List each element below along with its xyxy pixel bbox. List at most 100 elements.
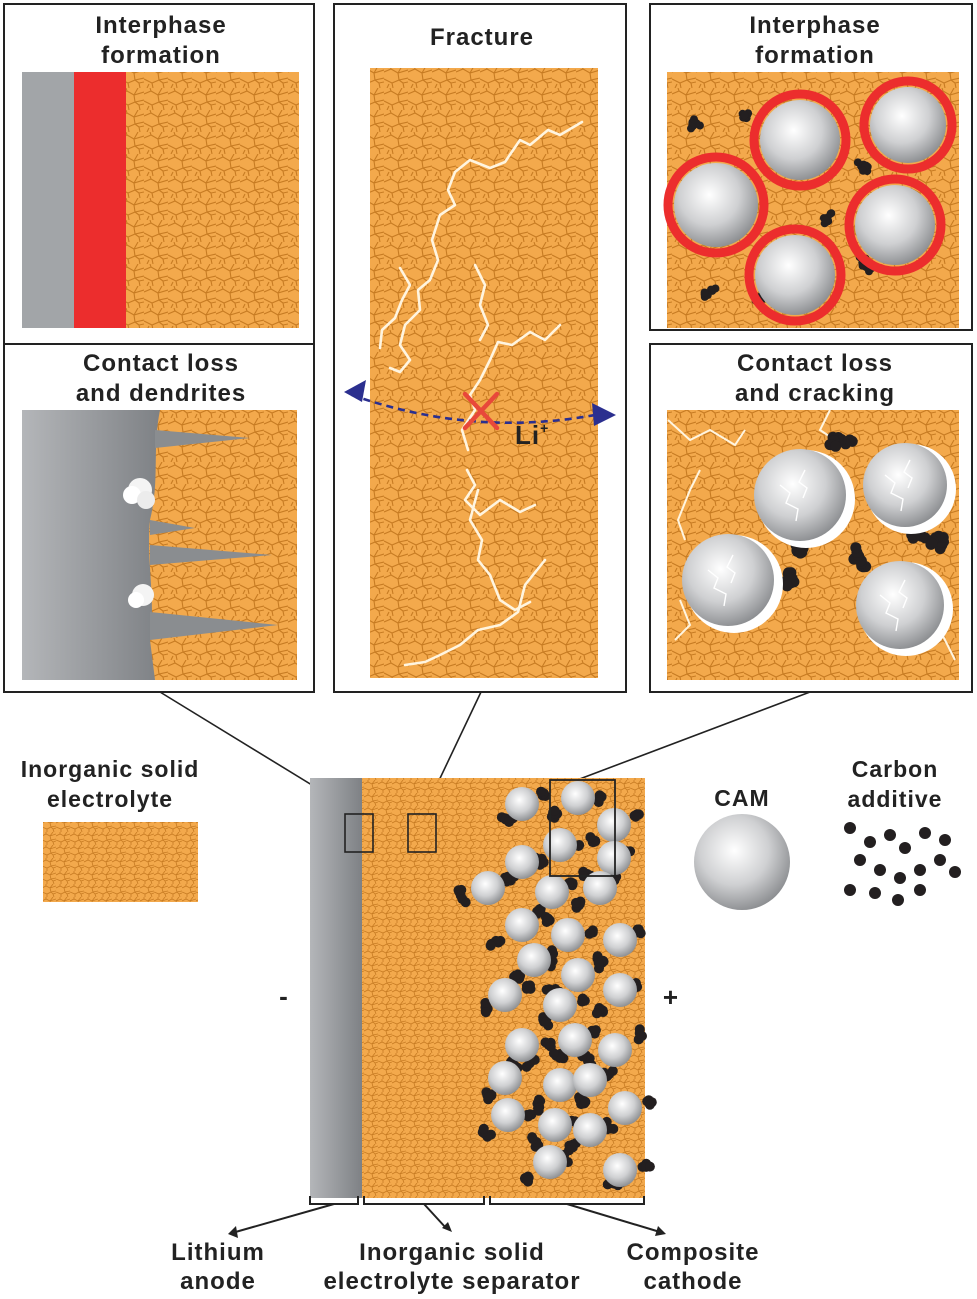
cam-particle: [573, 1063, 607, 1097]
carbon-particle: [591, 1008, 602, 1019]
cracks: [378, 120, 584, 667]
panel-title-line1: Interphase: [95, 12, 226, 39]
cell-cam-particles: [471, 781, 642, 1187]
carbon-particle: [483, 1092, 494, 1102]
cam-particle: [608, 1091, 642, 1125]
cam-particle: [603, 923, 637, 957]
legend-carbon-line1: Carbon: [852, 756, 939, 782]
cam-particle: [597, 841, 631, 875]
carbon-particle: [543, 913, 554, 924]
carbon-particle: [926, 537, 938, 549]
panel-cathode-interphase: Interphase formation: [649, 3, 973, 331]
carbon-dot: [894, 872, 906, 884]
carbon-particle: [585, 832, 596, 843]
plus-sign: +: [663, 982, 679, 1012]
lithium-anode-layer: [310, 778, 362, 1198]
legend-carbon-swatch: [844, 822, 961, 906]
carbon-particle: [456, 884, 467, 895]
interphase-ring: [744, 224, 846, 326]
carbon-particle: [850, 542, 862, 554]
carbon-particle: [571, 897, 581, 908]
carbon-particle: [480, 1007, 491, 1018]
label-cathode-line2: cathode: [643, 1268, 742, 1295]
panel-cathode-contact-loss: Contact loss and cracking: [649, 343, 973, 693]
carbon-particle: [589, 1026, 600, 1037]
li-ion-path: [351, 393, 611, 424]
carbon-dot: [919, 827, 931, 839]
cam-particle: [754, 449, 846, 541]
carbon-particle: [580, 1096, 591, 1107]
carbon-particle: [527, 1132, 538, 1143]
label-lithium-line2: anode: [180, 1268, 256, 1295]
panel-title-line1: Contact loss: [737, 350, 893, 377]
carbon-particle: [859, 166, 868, 175]
particle-crack: [879, 579, 908, 632]
cam-particle: [538, 1108, 572, 1142]
cam-particle: [488, 978, 522, 1012]
legend-electrolyte-line2: electrolyte: [47, 786, 173, 812]
legend: Inorganic solid electrolyte CAM Carbon a…: [21, 756, 961, 910]
arrow-right-head: [592, 403, 616, 426]
carbon-particle: [781, 580, 793, 592]
carbon-particle: [540, 1017, 551, 1028]
cam-particle: [870, 87, 946, 163]
cam-particle: [505, 845, 539, 879]
cam-particle: [561, 958, 595, 992]
interphase-ring: [663, 152, 769, 258]
panel-title-line1: Interphase: [749, 12, 880, 39]
cam-particle: [491, 1098, 525, 1132]
carbon-particle: [630, 811, 641, 822]
cam-particle: [597, 808, 631, 842]
cam-particle: [551, 918, 585, 952]
interphase-ring: [844, 174, 946, 276]
particle-crack: [884, 459, 913, 512]
minus-sign: -: [279, 981, 289, 1011]
legend-electrolyte-line1: Inorganic solid: [21, 756, 200, 782]
cam-particle: [583, 871, 617, 905]
void: [137, 491, 155, 509]
carbon-dot: [844, 884, 856, 896]
carbon-dot: [844, 822, 856, 834]
cam-particle: [561, 781, 595, 815]
label-lithium-line1: Lithium: [171, 1239, 265, 1266]
carbon-dot: [914, 884, 926, 896]
carbon-dot: [864, 836, 876, 848]
carbon-particle: [521, 983, 532, 994]
dendrite: [150, 612, 278, 640]
cam-particle: [517, 943, 551, 977]
label-separator-line1: Inorganic solid: [359, 1239, 545, 1266]
cam-particle: [856, 561, 944, 649]
panel-separator-fracture: Fracture Li+: [333, 3, 627, 693]
lithium-layer: [22, 72, 74, 328]
carbon-dot: [934, 854, 946, 866]
carbon-particle: [690, 115, 698, 124]
carbon-particle: [644, 1099, 655, 1110]
dendrite: [150, 545, 272, 565]
cam-particle: [505, 908, 539, 942]
dendrite: [155, 430, 250, 448]
cam-particle: [598, 1033, 632, 1067]
carbon-dot: [949, 866, 961, 878]
zoom-box-cathode: [549, 779, 616, 877]
label-cathode-line1: Composite: [626, 1239, 759, 1266]
legend-cam: CAM: [714, 785, 769, 811]
panel-title-line2: formation: [101, 42, 221, 69]
carbon-dot: [914, 864, 926, 876]
full-cell: - +: [279, 778, 679, 1198]
carbon-particle: [593, 797, 604, 808]
cam-particle: [471, 871, 505, 905]
cam-particle: [863, 443, 947, 527]
legend-electrolyte-swatch: [43, 822, 198, 902]
void: [128, 592, 144, 608]
panel-title-line2: and cracking: [735, 380, 895, 407]
cam-particle: [603, 1153, 637, 1187]
cam-particle: [535, 875, 569, 909]
particle-crack: [779, 469, 808, 522]
panel-title-line2: formation: [755, 42, 875, 69]
carbon-particle: [830, 440, 842, 452]
carbon-particle: [548, 948, 559, 959]
carbon-particle: [577, 996, 588, 1007]
carbon-particle: [502, 872, 512, 883]
particle-crack: [707, 554, 736, 607]
cam-particle: [760, 100, 840, 180]
